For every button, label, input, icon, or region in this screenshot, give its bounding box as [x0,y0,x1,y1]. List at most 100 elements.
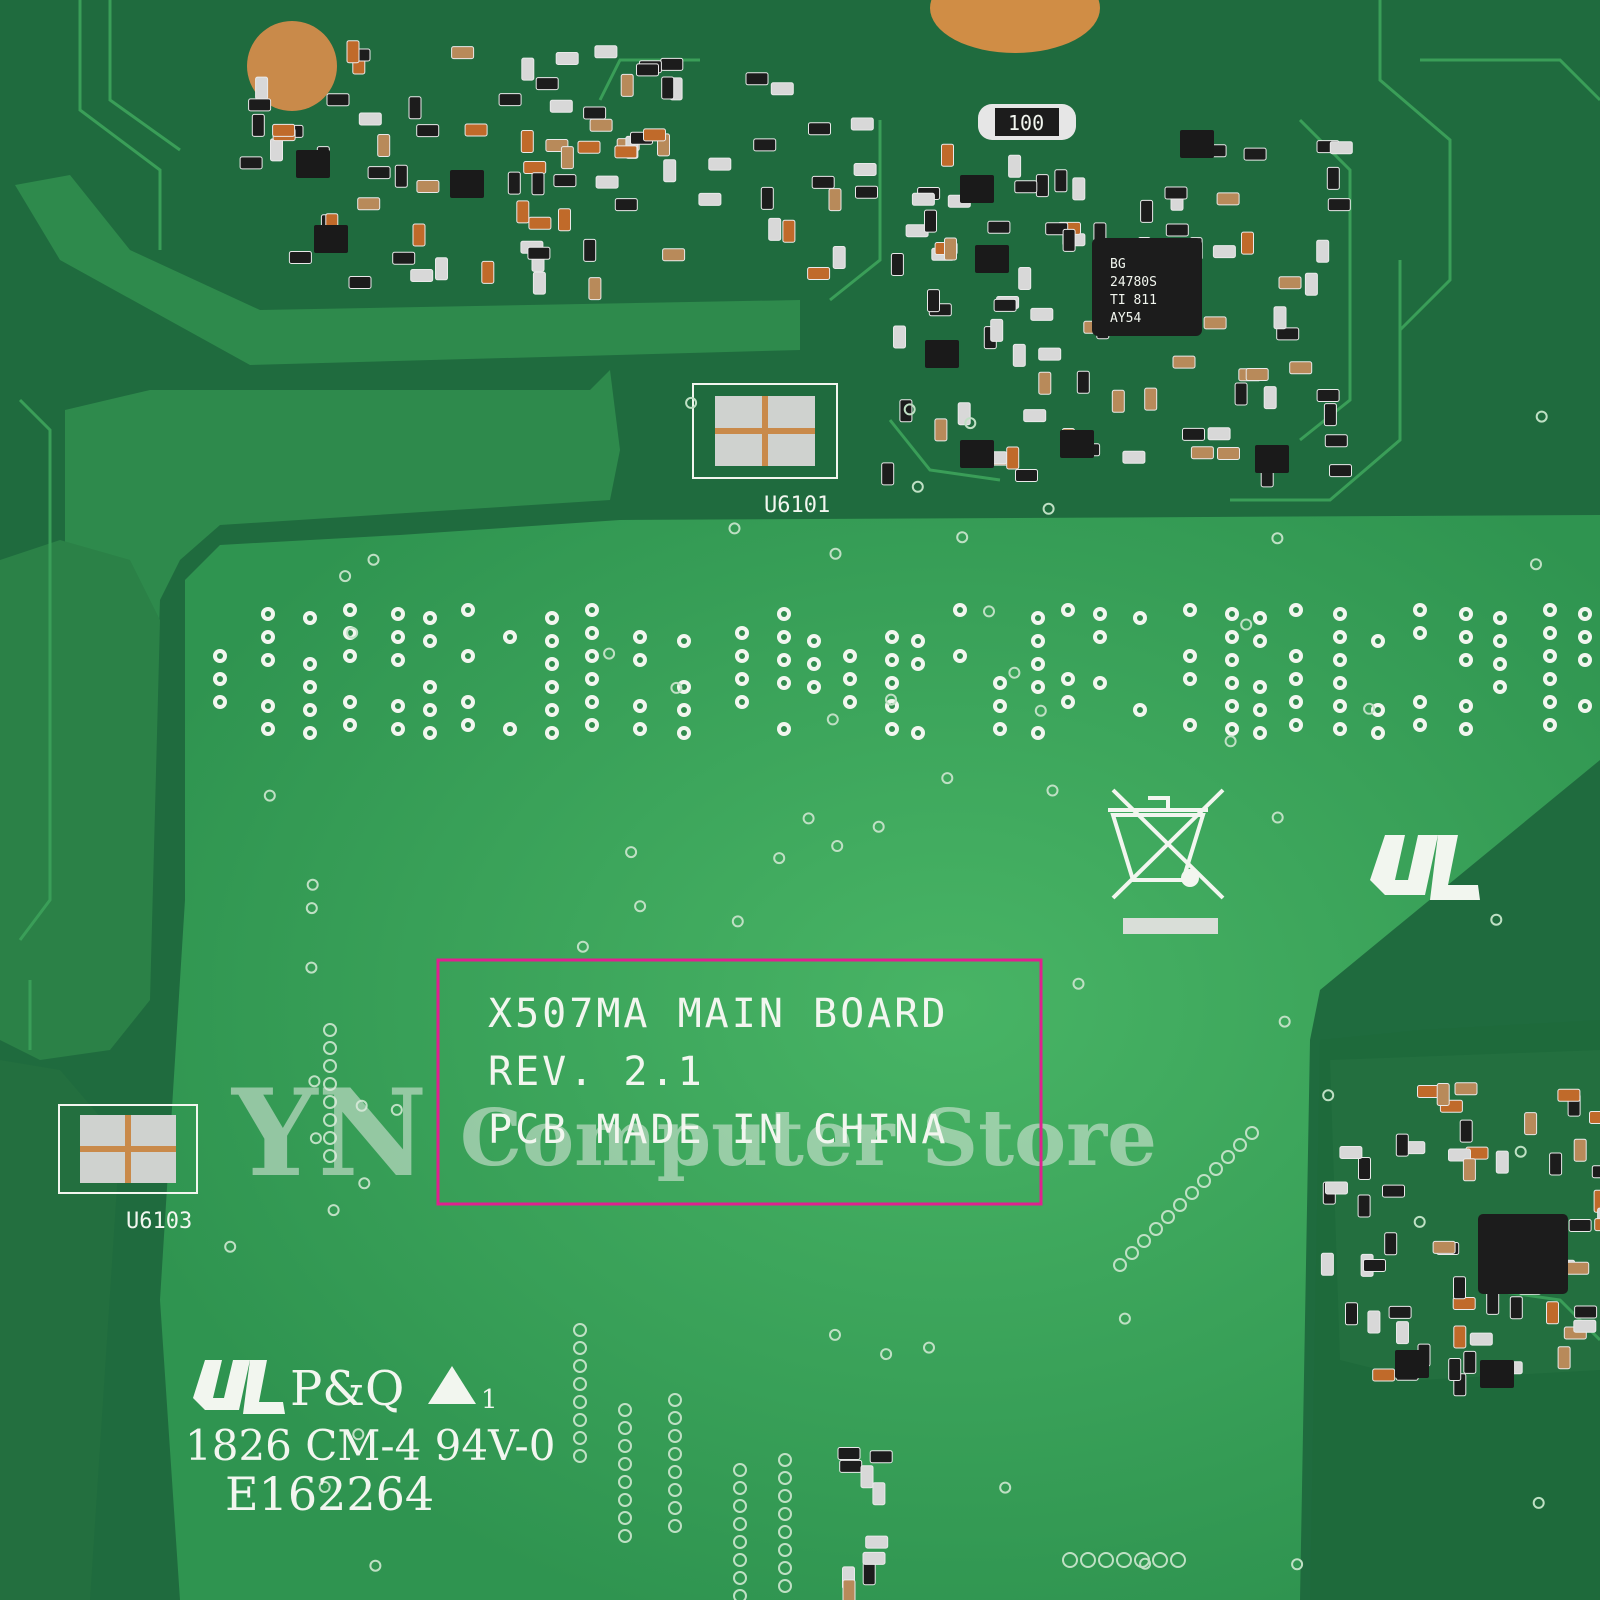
via [618,1529,632,1543]
via-hole [265,657,271,663]
via [1152,1552,1168,1568]
via [263,789,276,802]
smd-component [1014,180,1038,194]
via-hole [347,699,353,705]
designator-u6101: U6101 [764,493,830,518]
via [778,1507,792,1521]
copper-plane [15,175,800,365]
via-hole [1229,726,1235,732]
via [778,1489,792,1503]
via-hole [957,653,963,659]
ic-package [1255,445,1289,473]
smd-component [1325,1181,1348,1195]
via [323,1059,337,1073]
smd-component [1217,447,1240,460]
via-hole [781,611,787,617]
via-hole [1497,661,1503,667]
smd-component [1122,450,1146,464]
smd-component [614,198,638,212]
via-hole [637,657,643,663]
ic-package [960,440,994,468]
via [802,812,815,825]
via [668,1447,682,1461]
copper-plane [0,1060,120,1600]
via [1514,1145,1527,1158]
via [829,1328,841,1341]
smd-component [532,271,546,295]
via [668,1465,682,1479]
smd-component [1316,239,1330,263]
via-hole [997,726,1003,732]
via [778,1561,792,1575]
smd-component [1524,1112,1538,1136]
ground-plane [160,515,1600,1600]
chip-marking-line: TI 811 [1110,293,1157,308]
smd-component [577,140,601,154]
smd-component [288,251,312,264]
smd-component [251,113,265,137]
smd-component [595,175,619,189]
via-hole [1137,707,1143,713]
via [618,1511,632,1525]
smd-component [239,156,263,170]
certification-line1: P&Q [290,1361,404,1417]
via-hole [395,726,401,732]
smd-component [1212,245,1236,259]
via [1139,1557,1152,1570]
smd-component [1006,446,1020,470]
via [778,1543,792,1557]
via-hole [1547,722,1553,728]
via-hole [1375,638,1381,644]
via [1278,1015,1291,1028]
smd-component [811,175,835,189]
smd-component [521,57,535,81]
via-hole [1065,699,1071,705]
smd-component [853,163,877,176]
via-hole [739,630,745,636]
via [1530,558,1542,571]
smd-component [1568,1219,1592,1232]
via-hole [1065,676,1071,682]
trace [888,419,1001,482]
smd-component [927,289,940,313]
via-hole [1257,730,1263,736]
smd-component [1023,409,1047,423]
smd-component [498,93,522,107]
chip-marking-line: AY54 [1110,311,1141,326]
via [733,1535,747,1549]
watermark-logo: YN [230,1063,427,1204]
smd-component [357,197,381,211]
smd-component [1273,306,1287,330]
via-hole [847,699,853,705]
via-hole [1257,684,1263,690]
smd-component [1316,389,1340,402]
via-hole [997,703,1003,709]
via-hole [1547,676,1553,682]
smd-component [745,72,769,86]
trace [1230,260,1402,502]
via [885,693,897,706]
via [1113,1258,1127,1272]
label-highlight-box [436,958,1043,1206]
via [1161,1210,1175,1224]
smd-component [1357,1194,1371,1218]
smd-component [1549,1152,1563,1176]
smd-component [1278,276,1302,290]
via [733,1553,747,1567]
via-hole [1463,726,1469,732]
via [956,531,969,544]
smd-component [1111,389,1125,413]
via-hole [1097,634,1103,640]
via [668,1501,682,1515]
via-hole [1337,657,1343,663]
via-hole [889,726,895,732]
smd-component [516,200,530,224]
via-hole [739,676,745,682]
via [323,1041,337,1055]
via [1173,1198,1187,1212]
smd-component [661,76,675,100]
via-hole [507,634,513,640]
via [339,570,352,583]
smd-component [881,462,895,486]
via-hole [1293,653,1299,659]
